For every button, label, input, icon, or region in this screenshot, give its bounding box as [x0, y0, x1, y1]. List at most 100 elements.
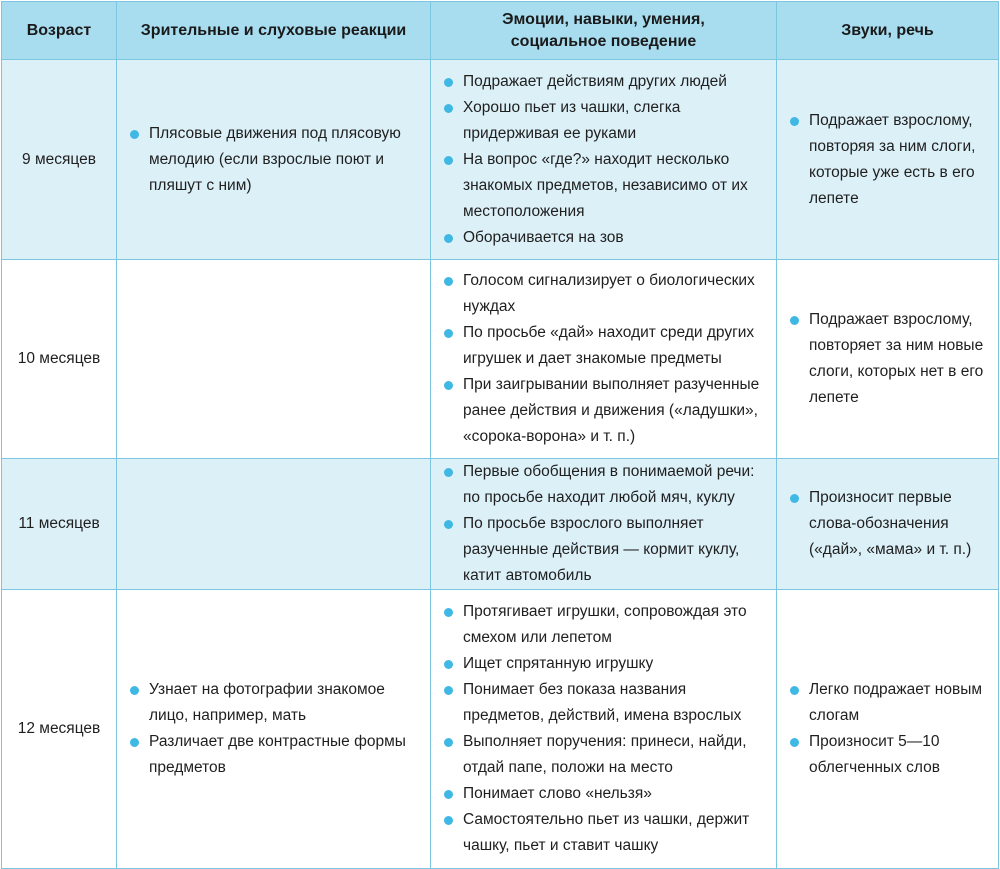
visual-cell: [116, 458, 431, 590]
visual-cell: Плясовые движения под плясовую мелодию (…: [116, 59, 431, 260]
list-item: Выполняет поручения: принеси, найди, отд…: [441, 729, 766, 781]
item-text: Понимает без показа названия предметов, …: [463, 681, 742, 724]
bullet-dot-icon: [130, 738, 139, 747]
table-row: 11 месяцев Первые обобщения в понимаемой…: [1, 458, 999, 590]
list-item: Подражает взрослому, повторяет за ним но…: [787, 307, 988, 411]
item-text: Выполняет поручения: принеси, найди, отд…: [463, 733, 747, 776]
list-item: Протягивает игрушки, сопровождая это сме…: [441, 599, 766, 651]
list-item: По просьбе «дай» находит среди других иг…: [441, 320, 766, 372]
speech-list: Подражает взрослому, повторяя за ним сло…: [787, 108, 988, 212]
item-text: Протягивает игрушки, сопровождая это сме…: [463, 603, 747, 646]
list-item: Голосом сигнализирует о биологических ну…: [441, 268, 766, 320]
emotions-cell: Голосом сигнализирует о биологических ну…: [430, 259, 777, 459]
bullet-dot-icon: [130, 686, 139, 695]
bullet-dot-icon: [444, 660, 453, 669]
age-cell: 12 месяцев: [1, 589, 117, 869]
list-item: По просьбе взрослого выполняет разученны…: [441, 511, 766, 589]
header-emotions-skills: Эмоции, навыки, умения, социальное повед…: [430, 1, 777, 60]
bullet-dot-icon: [444, 738, 453, 747]
list-item: Понимает без показа названия предметов, …: [441, 677, 766, 729]
item-text: По просьбе «дай» находит среди других иг…: [463, 324, 755, 367]
list-item: Произносит 5—10 облегченных слов: [787, 729, 988, 781]
age-label: 10 месяцев: [17, 350, 101, 367]
visual-cell: Узнает на фотографии знакомое лицо, напр…: [116, 589, 431, 869]
table-row: 9 месяцев Плясовые движения под плясовую…: [1, 59, 999, 260]
bullet-dot-icon: [444, 686, 453, 695]
item-text: Голосом сигнализирует о биологических ну…: [463, 272, 755, 315]
age-cell: 11 месяцев: [1, 458, 117, 590]
bullet-dot-icon: [444, 816, 453, 825]
bullet-dot-icon: [444, 155, 453, 165]
list-item: Хорошо пьет из чашки, слегка придерживая…: [441, 95, 766, 147]
item-text: Хорошо пьет из чашки, слегка придерживая…: [463, 98, 681, 142]
list-item: Первые обобщения в понимаемой речи: по п…: [441, 459, 766, 511]
bullet-dot-icon: [444, 608, 453, 617]
bullet-dot-icon: [790, 686, 799, 695]
item-text: Произносит 5—10 облегченных слов: [809, 733, 940, 776]
header-visual-reactions: Зрительные и слуховые реакции: [116, 1, 431, 60]
list-item: Оборачивается на зов: [441, 225, 766, 251]
bullet-dot-icon: [444, 103, 453, 113]
item-text: Понимает слово «нельзя»: [463, 785, 652, 802]
list-item: При заигрывании выполняет разученные ран…: [441, 372, 766, 450]
visual-list: Узнает на фотографии знакомое лицо, напр…: [127, 677, 420, 781]
bullet-dot-icon: [130, 129, 139, 139]
bullet-dot-icon: [444, 77, 453, 87]
header-speech: Звуки, речь: [776, 1, 999, 60]
list-item: Произносит первые слова-обозначения («да…: [787, 485, 988, 563]
item-text: Легко подражает новым слогам: [809, 681, 982, 724]
item-text: Подражает действиям других людей: [463, 72, 727, 90]
item-text: Подражает взрослому, повторяет за ним но…: [809, 311, 984, 406]
item-text: На вопрос «где?» находит несколько знако…: [463, 150, 748, 220]
list-item: Узнает на фотографии знакомое лицо, напр…: [127, 677, 420, 729]
bullet-dot-icon: [444, 790, 453, 799]
speech-list: Подражает взрослому, повторяет за ним но…: [787, 307, 988, 411]
item-text: По просьбе взрослого выполняет разученны…: [463, 515, 740, 584]
visual-cell: [116, 259, 431, 459]
item-text: Узнает на фотографии знакомое лицо, напр…: [149, 681, 385, 724]
item-text: Подражает взрослому, повторяя за ним сло…: [809, 111, 976, 207]
bullet-dot-icon: [790, 494, 799, 503]
emotions-list: Голосом сигнализирует о биологических ну…: [441, 268, 766, 450]
emotions-cell: Первые обобщения в понимаемой речи: по п…: [430, 458, 777, 590]
age-label: 12 месяцев: [17, 720, 101, 737]
list-item: Плясовые движения под плясовую мелодию (…: [127, 121, 420, 199]
header-row: Возраст Зрительные и слуховые реакции Эм…: [1, 1, 999, 60]
bullet-dot-icon: [444, 233, 453, 243]
list-item: На вопрос «где?» находит несколько знако…: [441, 147, 766, 225]
speech-cell: Легко подражает новым слогам Произносит …: [776, 589, 999, 869]
item-text: Произносит первые слова-обозначения («да…: [809, 489, 972, 558]
emotions-cell: Протягивает игрушки, сопровождая это сме…: [430, 589, 777, 869]
speech-cell: Подражает взрослому, повторяя за ним сло…: [776, 59, 999, 260]
age-cell: 10 месяцев: [1, 259, 117, 459]
speech-cell: Подражает взрослому, повторяет за ним но…: [776, 259, 999, 459]
list-item: Подражает действиям других людей: [441, 69, 766, 95]
item-text: Первые обобщения в понимаемой речи: по п…: [463, 463, 755, 506]
visual-list: Плясовые движения под плясовую мелодию (…: [127, 121, 420, 199]
speech-cell: Произносит первые слова-обозначения («да…: [776, 458, 999, 590]
bullet-dot-icon: [444, 381, 453, 390]
table-row: 10 месяцев Голосом сигнализирует о биоло…: [1, 259, 999, 459]
bullet-dot-icon: [444, 468, 453, 477]
bullet-dot-icon: [444, 329, 453, 338]
emotions-list: Протягивает игрушки, сопровождая это сме…: [441, 599, 766, 859]
list-item: Различает две контрастные формы предмето…: [127, 729, 420, 781]
item-text: Самостоятельно пьет из чашки, держит чаш…: [463, 811, 750, 854]
item-text: Ищет спрятанную игрушку: [463, 655, 654, 672]
bullet-dot-icon: [790, 116, 799, 126]
item-text: При заигрывании выполняет разученные ран…: [463, 376, 760, 445]
emotions-list: Подражает действиям других людей Хорошо …: [441, 69, 766, 251]
bullet-dot-icon: [444, 277, 453, 286]
list-item: Ищет спрятанную игрушку: [441, 651, 766, 677]
age-label: 11 месяцев: [18, 515, 100, 532]
list-item: Легко подражает новым слогам: [787, 677, 988, 729]
bullet-dot-icon: [444, 520, 453, 529]
item-text: Плясовые движения под плясовую мелодию (…: [149, 124, 401, 194]
bullet-dot-icon: [790, 738, 799, 747]
table-row: 12 месяцев Узнает на фотографии знакомое…: [1, 589, 999, 869]
list-item: Понимает слово «нельзя»: [441, 781, 766, 807]
list-item: Самостоятельно пьет из чашки, держит чаш…: [441, 807, 766, 859]
age-label: 9 месяцев: [22, 150, 96, 168]
speech-list: Легко подражает новым слогам Произносит …: [787, 677, 988, 781]
